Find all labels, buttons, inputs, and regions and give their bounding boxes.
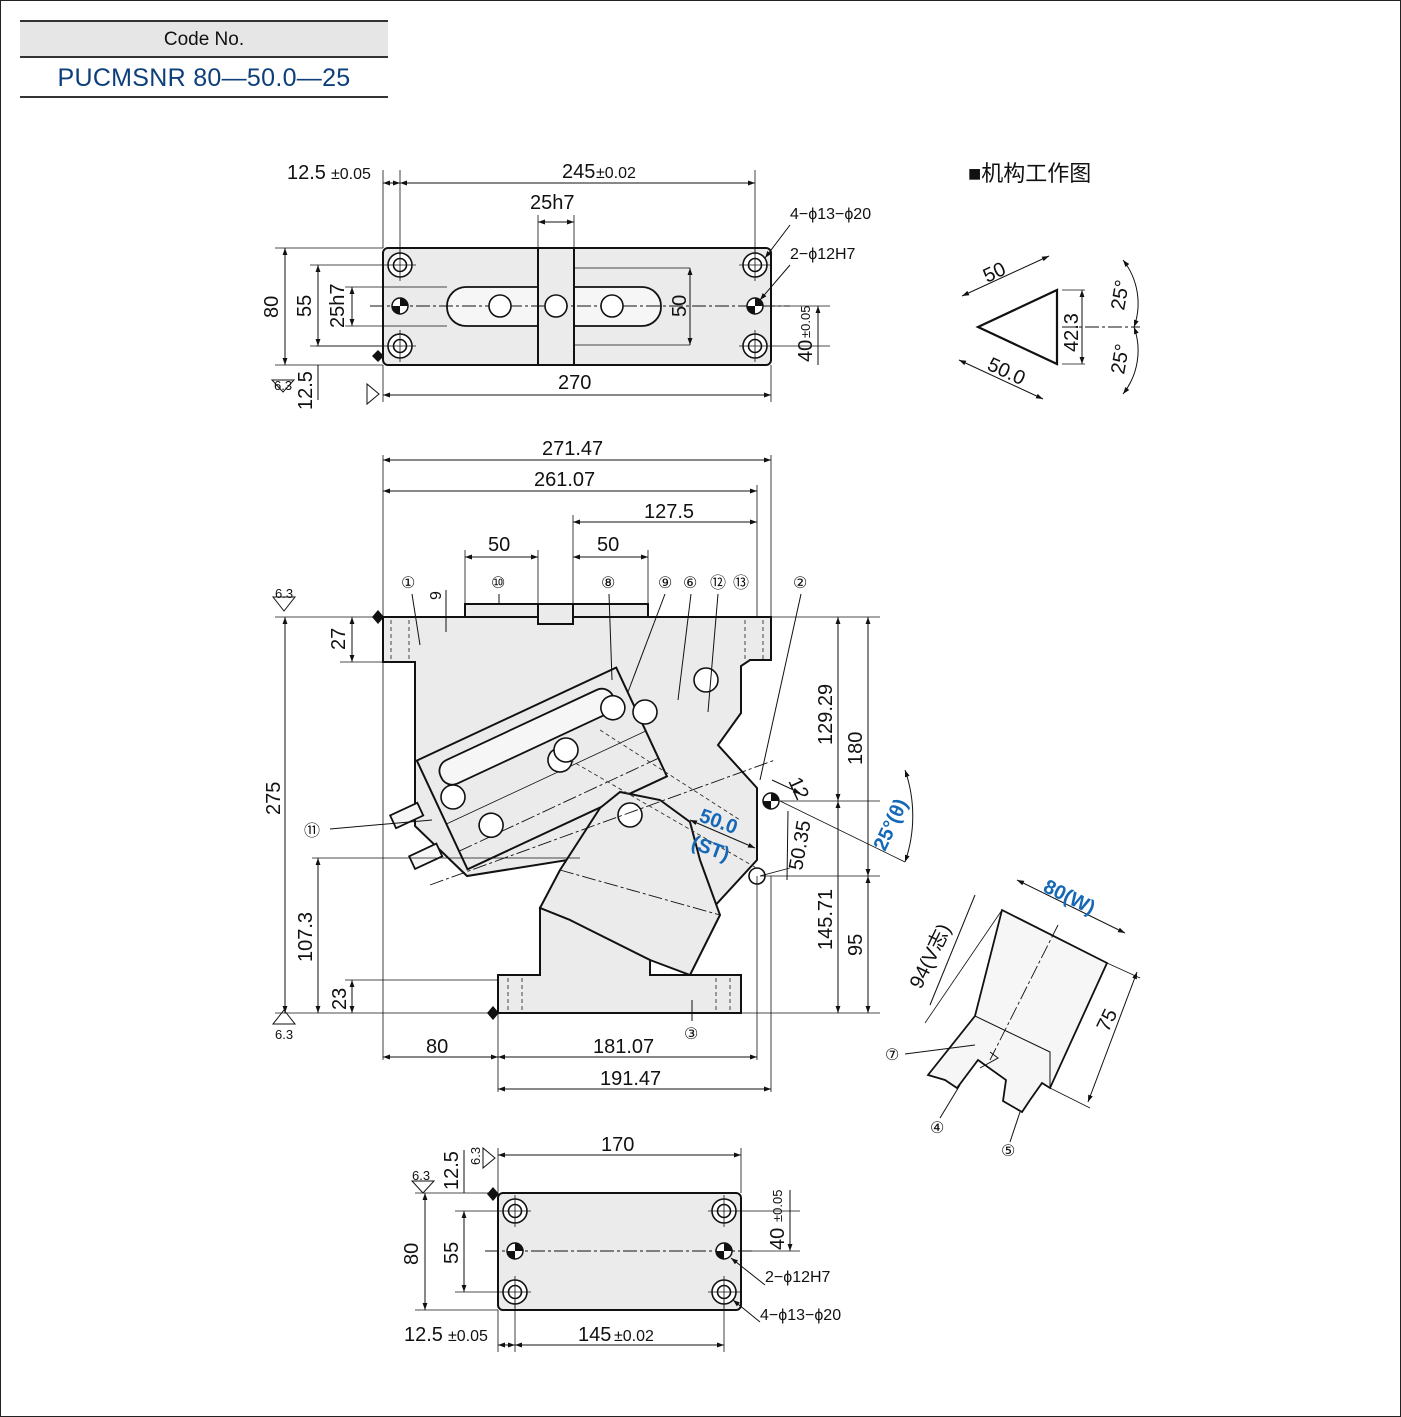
front-d-95: 95 bbox=[845, 934, 867, 956]
front-d-145-71: 145.71 bbox=[815, 889, 837, 950]
front-d-275: 275 bbox=[263, 782, 285, 815]
top-d-40: 40 bbox=[795, 340, 817, 362]
item-1: ① bbox=[401, 575, 415, 592]
front-d-191-47: 191.47 bbox=[600, 1068, 661, 1090]
bottom-d-offset-tol: ±0.05 bbox=[448, 1328, 488, 1345]
side-d-v: 94(V志) bbox=[905, 920, 956, 992]
side-body bbox=[926, 908, 1109, 1114]
top-d-50: 50 bbox=[669, 295, 691, 317]
front-d-261-07: 261.07 bbox=[534, 469, 595, 491]
item-6: ⑥ bbox=[683, 575, 697, 592]
bottom-d-offset: 12.5 bbox=[404, 1324, 443, 1346]
code-label: Code No. bbox=[20, 20, 388, 58]
top-d-pitch-tol: ±0.02 bbox=[596, 165, 636, 182]
front-surf-top: 6.3 bbox=[275, 586, 293, 601]
front-d-50-35: 50.35 bbox=[785, 819, 815, 872]
top-d-12-5b: 12.5 bbox=[295, 371, 317, 410]
front-view: 271.47 261.07 127.5 50 50 9 27 275 107.3… bbox=[263, 438, 914, 1092]
mech-d-50: 50 bbox=[980, 258, 1009, 287]
front-d-181-07: 181.07 bbox=[593, 1036, 654, 1058]
mech-d-50-0: 50.0 bbox=[984, 354, 1029, 390]
item-9: ⑨ bbox=[658, 575, 672, 592]
bottom-d-40: 40 bbox=[767, 1228, 789, 1250]
bottom-surf-top: 6.3 bbox=[468, 1147, 483, 1165]
bottom-plate bbox=[497, 1192, 742, 1311]
front-d-271-47: 271.47 bbox=[542, 438, 603, 460]
item-11: ⑪ bbox=[304, 822, 320, 840]
top-view: 12.5 ±0.05 245 ±0.02 25h7 4−ϕ13−ϕ20 2−ϕ1… bbox=[261, 161, 871, 410]
bottom-d-145-tol: ±0.02 bbox=[614, 1328, 654, 1345]
front-d-23: 23 bbox=[329, 988, 351, 1010]
front-d-50a: 50 bbox=[488, 534, 510, 556]
top-d-pitch: 245 bbox=[562, 161, 595, 183]
item-10: ⑩ bbox=[491, 575, 505, 592]
item-12: ⑫ bbox=[710, 574, 726, 592]
mech-d-25b: 25° bbox=[1107, 342, 1134, 376]
top-d-holes: 4−ϕ13−ϕ20 bbox=[790, 206, 871, 223]
item-13: ⑬ bbox=[733, 574, 749, 592]
front-d-129-29: 129.29 bbox=[815, 684, 837, 745]
bottom-d-145: 145 bbox=[578, 1324, 611, 1346]
front-angle: 25°(θ) bbox=[870, 796, 913, 855]
top-d-55: 55 bbox=[294, 295, 316, 317]
bottom-surf-left: 6.3 bbox=[412, 1168, 430, 1183]
front-d-80: 80 bbox=[426, 1036, 448, 1058]
bottom-d-40-tol: ±0.05 bbox=[770, 1190, 785, 1222]
item-8: ⑧ bbox=[601, 575, 615, 592]
side-d-75: 75 bbox=[1093, 1006, 1123, 1036]
item-7: ⑦ bbox=[885, 1047, 899, 1064]
mechanism-diagram: ■机构工作图 50 50.0 42.3 25° 25° bbox=[958, 161, 1140, 400]
front-d-180: 180 bbox=[845, 732, 867, 765]
front-d-27: 27 bbox=[328, 628, 350, 650]
side-view: 80(W) 94(V志) 75 ⑦ ④ ⑤ bbox=[885, 876, 1141, 1160]
top-surf: 6.3 bbox=[274, 378, 292, 393]
bottom-view: 170 80 55 12.5 6.3 6.3 40 ±0.05 2−ϕ12H7 … bbox=[401, 1134, 841, 1352]
front-d-12: 12 bbox=[783, 774, 812, 803]
item-5: ⑤ bbox=[1001, 1143, 1015, 1160]
top-d-height: 80 bbox=[261, 296, 283, 318]
bottom-d-80: 80 bbox=[401, 1243, 423, 1265]
top-d-offset: 12.5 bbox=[287, 162, 326, 184]
code-value: PUCMSNR 80—50.0—25 bbox=[20, 58, 388, 98]
front-d-50b: 50 bbox=[597, 534, 619, 556]
item-2: ② bbox=[793, 575, 807, 592]
front-surf-bottom: 6.3 bbox=[275, 1027, 293, 1042]
bottom-d-pins: 2−ϕ12H7 bbox=[765, 1269, 831, 1286]
bottom-d-55: 55 bbox=[441, 1242, 463, 1264]
item-4: ④ bbox=[930, 1120, 944, 1137]
code-number-box: Code No. PUCMSNR 80—50.0—25 bbox=[20, 20, 388, 98]
top-d-offset-tol: ±0.05 bbox=[331, 166, 371, 183]
top-d-key: 25h7 bbox=[530, 192, 575, 214]
base-plate bbox=[497, 906, 742, 1014]
slider-assembly bbox=[415, 666, 669, 871]
top-d-25h7: 25h7 bbox=[327, 284, 349, 329]
top-d-width: 270 bbox=[558, 372, 591, 394]
item-3: ③ bbox=[684, 1026, 698, 1043]
mech-d-25a: 25° bbox=[1107, 278, 1134, 312]
top-key-front bbox=[537, 603, 574, 625]
bottom-d-12-5: 12.5 bbox=[441, 1151, 463, 1190]
mech-d-42-3: 42.3 bbox=[1061, 313, 1083, 352]
front-d-9: 9 bbox=[428, 591, 445, 600]
side-d-width: 80(W) bbox=[1040, 876, 1099, 920]
front-d-127-5: 127.5 bbox=[644, 501, 694, 523]
bottom-d-holes: 4−ϕ13−ϕ20 bbox=[760, 1307, 841, 1324]
bottom-d-170: 170 bbox=[601, 1134, 634, 1156]
top-d-pins: 2−ϕ12H7 bbox=[790, 246, 856, 263]
mechanism-title: ■机构工作图 bbox=[968, 161, 1091, 186]
mechanism-triangle bbox=[975, 288, 1059, 366]
front-d-107-3: 107.3 bbox=[295, 912, 317, 962]
top-d-40-tol: ±0.05 bbox=[798, 306, 813, 338]
